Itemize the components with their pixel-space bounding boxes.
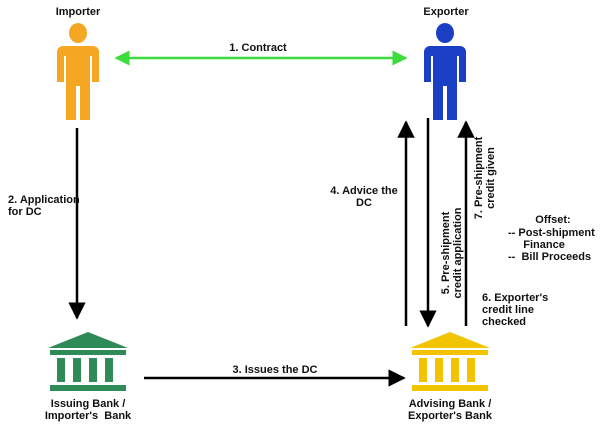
exporter-person-icon [424,23,466,120]
offset-items: -- Post-shipment Finance -- Bill Proceed… [508,227,595,263]
issuing-bank-icon [48,332,128,391]
importer-person-icon [57,23,99,120]
offset-title: Offset: [535,214,571,226]
exporter-label: Exporter [423,6,469,18]
step-4-advice-label: 4. Advice the DC [330,185,398,209]
step-7-pre-shipment-given-label: 7. Pre-shipment credit given [473,136,497,220]
step-1-contract-label: 1. Contract [229,42,287,54]
step-3-issues-label: 3. Issues the DC [232,364,318,376]
step-2-application-label: 2. Application for DC [8,194,80,218]
issuing-bank-label: Issuing Bank / Importer's Bank [44,398,132,422]
importer-label: Importer [55,6,101,18]
step-6-credit-line-label: 6. Exporter's credit line checked [482,292,549,328]
step-5-pre-shipment-application-label: 5. Pre-shipment credit application [440,207,464,299]
advising-bank-icon [410,332,490,391]
advising-bank-label: Advising Bank / Exporter's Bank [408,398,492,422]
